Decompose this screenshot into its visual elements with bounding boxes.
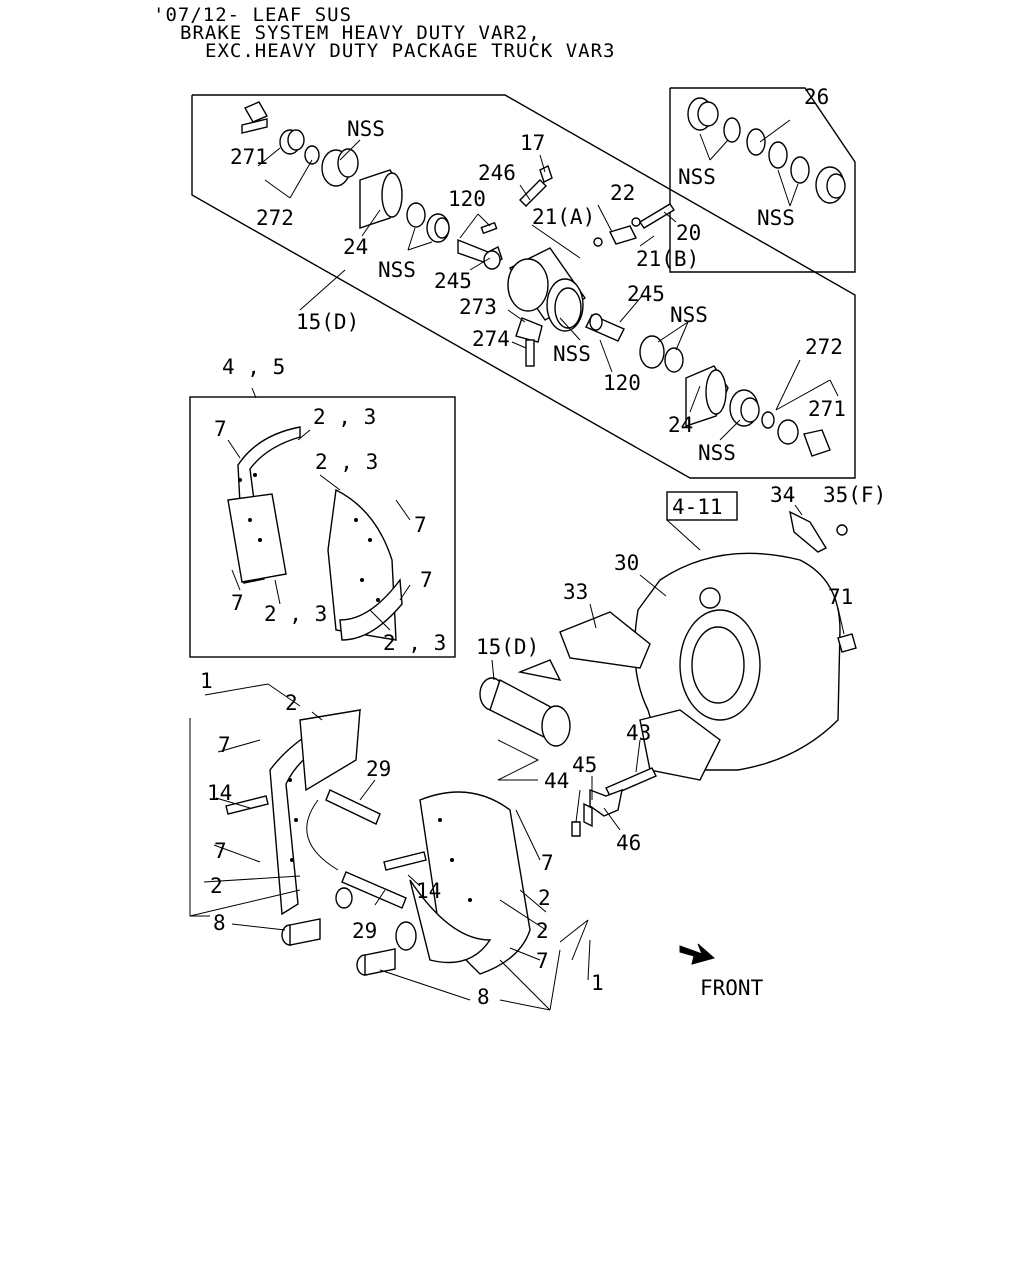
- label-24-1: 24: [343, 235, 368, 259]
- leader-lines: [189, 119, 845, 1011]
- label-8-2: 8: [477, 985, 490, 1009]
- label-nss-3: NSS: [553, 342, 591, 366]
- label-2-4: 2: [536, 919, 549, 943]
- label-21b: 21(B): [636, 247, 699, 271]
- label-14-2: 14: [416, 879, 441, 903]
- reference-box[interactable]: 4-11: [666, 491, 738, 521]
- label-nss-5: NSS: [698, 441, 736, 465]
- backing-plate: [559, 510, 857, 781]
- label-7-1: 7: [214, 417, 227, 441]
- label-274: 274: [472, 327, 510, 351]
- label-271-1: 271: [230, 145, 268, 169]
- label-26: 26: [804, 85, 829, 109]
- label-46: 46: [616, 831, 641, 855]
- label-7-3: 7: [420, 568, 433, 592]
- header-line-3: EXC.HEAVY DUTY PACKAGE TRUCK VAR3: [205, 40, 616, 62]
- label-nss-7: NSS: [757, 206, 795, 230]
- label-21a: 21(A): [532, 205, 595, 229]
- header-line-2: BRAKE SYSTEM HEAVY DUTY VAR2,: [180, 22, 541, 44]
- kit-26-components: [687, 97, 846, 204]
- label-2-1: 2: [285, 691, 298, 715]
- label-245-1: 245: [434, 269, 472, 293]
- label-271-2: 271: [808, 397, 846, 421]
- label-2-3-3: 2 , 3: [264, 602, 327, 626]
- label-34: 34: [770, 483, 795, 507]
- label-7-6: 7: [214, 839, 227, 863]
- label-20: 20: [676, 221, 701, 245]
- label-nss-4: NSS: [670, 303, 708, 327]
- label-24-2: 24: [668, 413, 693, 437]
- label-273: 273: [459, 295, 497, 319]
- label-245-2: 245: [627, 282, 665, 306]
- label-1-1: 1: [200, 669, 213, 693]
- label-2-3-1: 2 , 3: [313, 405, 376, 429]
- anchor-pin-hardware: [571, 767, 657, 837]
- label-29-1: 29: [366, 757, 391, 781]
- label-2-3: 2: [538, 886, 551, 910]
- cylinder-components: [241, 101, 831, 457]
- label-4-5: 4 , 5: [222, 355, 285, 379]
- brake-shoes: [269, 708, 531, 975]
- label-7-4: 7: [231, 591, 244, 615]
- label-35f: 35(F): [823, 483, 886, 507]
- label-22: 22: [610, 181, 635, 205]
- label-29-2: 29: [352, 919, 377, 943]
- label-nss-2: NSS: [378, 258, 416, 282]
- reference-box-label: 4-11: [672, 495, 723, 519]
- label-272-2: 272: [805, 335, 843, 359]
- label-7-7: 7: [541, 851, 554, 875]
- label-2-3-4: 2 , 3: [383, 631, 446, 655]
- label-2-2: 2: [210, 874, 223, 898]
- label-7-2: 7: [414, 513, 427, 537]
- label-17: 17: [520, 131, 545, 155]
- wheel-cylinder-lower: [479, 659, 571, 781]
- anchor-pins-and-bushings: [225, 795, 427, 976]
- label-246: 246: [478, 161, 516, 185]
- label-43: 43: [626, 721, 651, 745]
- label-272-1: 272: [256, 206, 294, 230]
- label-7-5: 7: [218, 733, 231, 757]
- callouts: NSS 271 272 24 NSS 17 246 120 21(A) 22 2…: [200, 85, 886, 1009]
- front-arrow-icon: [679, 943, 716, 965]
- label-14-1: 14: [207, 781, 232, 805]
- label-8-1: 8: [213, 911, 226, 935]
- label-1-2: 1: [591, 971, 604, 995]
- return-springs: [306, 789, 407, 909]
- label-44: 44: [544, 769, 569, 793]
- label-120-1: 120: [448, 187, 486, 211]
- label-120-2: 120: [603, 371, 641, 395]
- label-nss-6: NSS: [678, 165, 716, 189]
- label-2-3-2: 2 , 3: [315, 450, 378, 474]
- label-7-8: 7: [536, 949, 549, 973]
- label-15d-2: 15(D): [476, 635, 539, 659]
- label-15d-1: 15(D): [296, 310, 359, 334]
- diagram-header: '07/12- LEAF SUS BRAKE SYSTEM HEAVY DUTY…: [0, 0, 1024, 70]
- label-nss-1: NSS: [347, 117, 385, 141]
- wheel-cylinder-kit-frame: [191, 94, 856, 479]
- header-line-1: '07/12- LEAF SUS: [153, 4, 353, 26]
- lining-components: [227, 426, 403, 641]
- label-45: 45: [572, 753, 597, 777]
- lining-kit-frame: [189, 396, 456, 658]
- label-33: 33: [563, 580, 588, 604]
- front-label: FRONT: [700, 976, 764, 1000]
- label-30: 30: [614, 551, 639, 575]
- repair-kit-26-frame: [669, 87, 856, 273]
- label-71: 71: [828, 585, 853, 609]
